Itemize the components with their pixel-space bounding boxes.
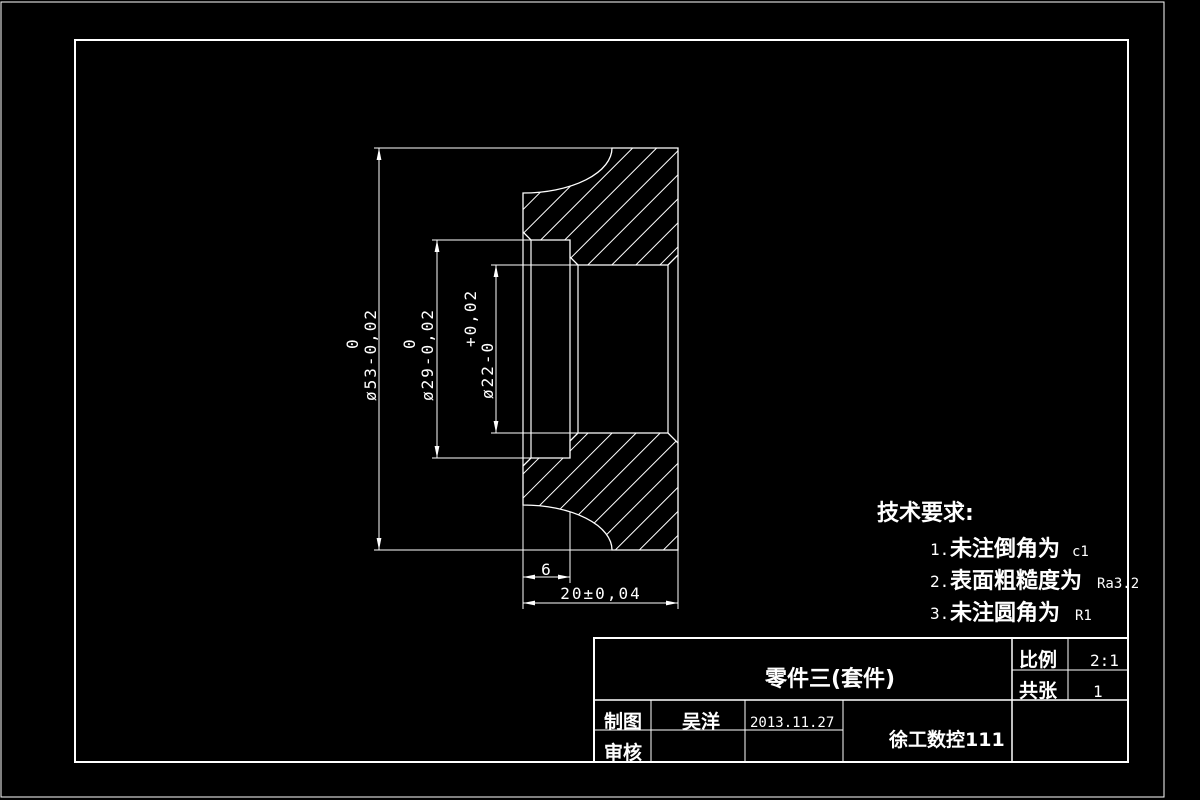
section-region-bottom (522, 432, 679, 551)
tech-req-item-2-value: Ra3.2 (1097, 576, 1139, 592)
dim-d53-label: ø53-0,02 (361, 308, 380, 401)
dim-d29-label: ø29-0,02 (418, 308, 437, 401)
tech-req-heading: 技术要求: (877, 501, 974, 526)
section-region-top (522, 147, 679, 266)
part-section-view (522, 147, 679, 551)
part-name: 零件三(套件) (764, 666, 895, 692)
technical-requirements: 技术要求: 1. 未注倒角为 c1 2. 表面粗糙度为 Ra3.2 3. 未注圆… (877, 501, 1139, 626)
drawn-label: 制图 (604, 710, 642, 733)
tech-req-item-3-index: 3. (930, 604, 949, 623)
dim-d53-upper-tolerance: 0 (343, 337, 362, 349)
scale-value: 2:1 (1090, 651, 1119, 670)
dim-d22-upper-tolerance: +0,02 (461, 289, 480, 347)
sheet-label: 共张 (1019, 680, 1058, 702)
dim-d22-label: ø22-0 (478, 341, 497, 399)
title-block: 零件三(套件) 比例 2:1 共张 1 制图 吴洋 2013.11.27 审核 … (593, 637, 1128, 764)
dim-total-length-label: 20±0,04 (560, 584, 641, 603)
checked-label: 审核 (604, 741, 642, 764)
sheet-outer-border (0, 1, 1165, 798)
tech-req-item-1-text: 未注倒角为 (950, 536, 1060, 562)
tech-req-item-1-value: c1 (1072, 544, 1089, 560)
tech-req-item-1-index: 1. (930, 540, 949, 559)
drawn-by: 吴洋 (682, 710, 720, 733)
tech-req-item-3-text: 未注圆角为 (950, 600, 1060, 626)
tech-req-item-2-index: 2. (930, 572, 949, 591)
tech-req-item-2-text: 表面粗糙度为 (950, 568, 1082, 594)
title-block-outline (593, 637, 1128, 762)
drawing-frame-border (74, 39, 1129, 763)
tech-req-item-3-value: R1 (1075, 608, 1092, 624)
sheet-value: 1 (1093, 682, 1103, 701)
scale-label: 比例 (1019, 648, 1057, 671)
drawn-date: 2013.11.27 (750, 715, 834, 731)
dim-step-length-label: 6 (541, 560, 553, 579)
organization: 徐工数控111 (888, 728, 1005, 751)
dim-d29-upper-tolerance: 0 (400, 337, 419, 349)
dimensions: 0 ø53-0,02 0 ø29-0,02 +0,02 ø22-0 6 20±0… (343, 147, 679, 609)
